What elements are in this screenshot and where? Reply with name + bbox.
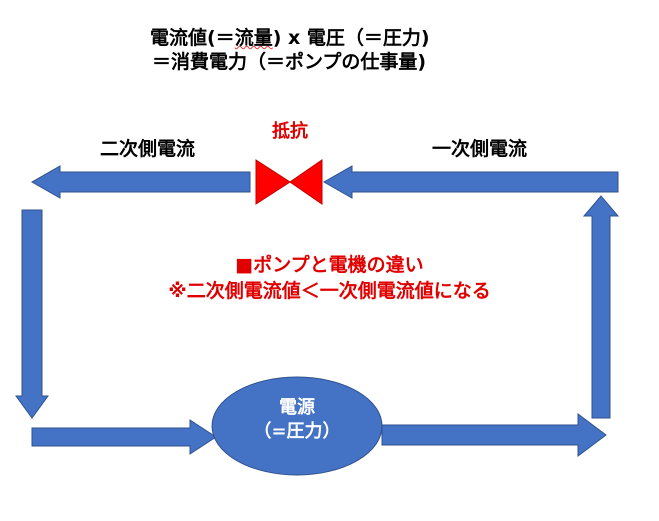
note-heading: ■ポンプと電機の違い (235, 254, 424, 276)
primary-current-label: 一次側電流 (432, 138, 528, 160)
header-formula: 電流値(＝流量) x 電圧（＝圧力) ＝消費電力（＝ポンプの仕事量) (150, 26, 430, 74)
secondary-current-label: 二次側電流 (100, 138, 196, 160)
note-detail: ※二次側電流値＜一次側電流値になる (168, 280, 491, 302)
resistor-label: 抵抗 (272, 121, 308, 142)
arrow-right-up (582, 195, 620, 419)
header-line-1: 電流値(＝流量) x 電圧（＝圧力) (150, 26, 430, 50)
header-line-1-suffix: ) x 電圧（＝圧力) (272, 27, 430, 49)
power-source-subtitle: （=圧力） (253, 421, 341, 442)
arrow-out-of-source (381, 413, 607, 457)
valve-left-triangle (255, 159, 291, 205)
power-source-ellipse (211, 376, 383, 476)
power-source-title: 電源 (279, 397, 315, 418)
arrow-secondary-left (30, 165, 251, 199)
arrow-left-down (15, 209, 49, 419)
arrow-primary-left (322, 165, 619, 199)
header-line-2: ＝消費電力（＝ポンプの仕事量) (152, 51, 427, 73)
header-line-1-prefix: 電流値(＝ (150, 27, 235, 49)
header-line-1-underlined: 流量 (234, 27, 273, 49)
power-source-label: 電源 （=圧力） (212, 396, 382, 444)
arrow-into-source (31, 419, 217, 455)
valve-right-triangle (289, 159, 323, 205)
